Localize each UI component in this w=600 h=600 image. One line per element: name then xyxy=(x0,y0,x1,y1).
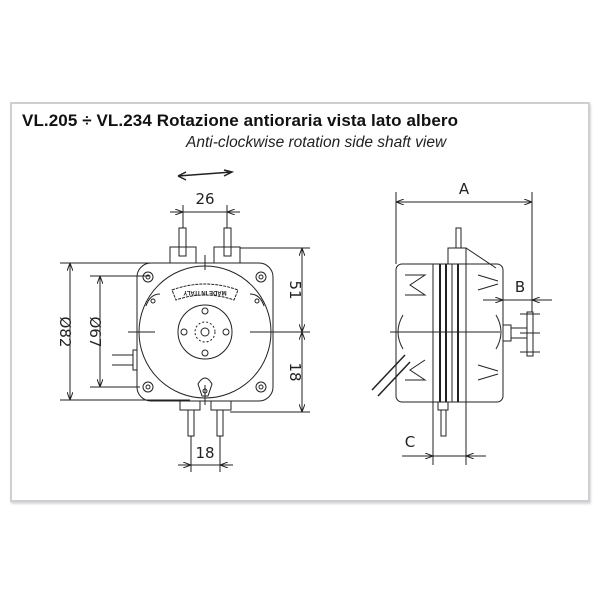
dim-C: C xyxy=(405,433,415,451)
page-subtitle: Anti-clockwise rotation side shaft view xyxy=(186,134,447,151)
page-title: VL.205 ÷ VL.234 Rotazione antioraria vis… xyxy=(22,111,459,130)
dim-18-right: 18 xyxy=(286,362,304,381)
dim-18-bottom: 18 xyxy=(195,444,214,462)
flange xyxy=(177,304,233,360)
dim-51: 51 xyxy=(286,280,304,299)
bottom-terminals xyxy=(179,400,232,437)
front-view: MADE IN ITALY 26 18 51 18 Ø82 xyxy=(56,169,310,472)
cable xyxy=(371,354,411,397)
dim-diameter-82: Ø82 xyxy=(56,317,74,348)
rotation-arrow-icon xyxy=(177,169,235,181)
dim-26: 26 xyxy=(195,190,214,208)
dim-B: B xyxy=(515,278,525,296)
side-view: A B C xyxy=(371,180,552,465)
dim-diameter-67: Ø67 xyxy=(86,317,104,348)
stator-stack xyxy=(432,263,467,403)
plate-text: MADE IN ITALY xyxy=(183,289,226,295)
dim-A: A xyxy=(459,180,470,198)
